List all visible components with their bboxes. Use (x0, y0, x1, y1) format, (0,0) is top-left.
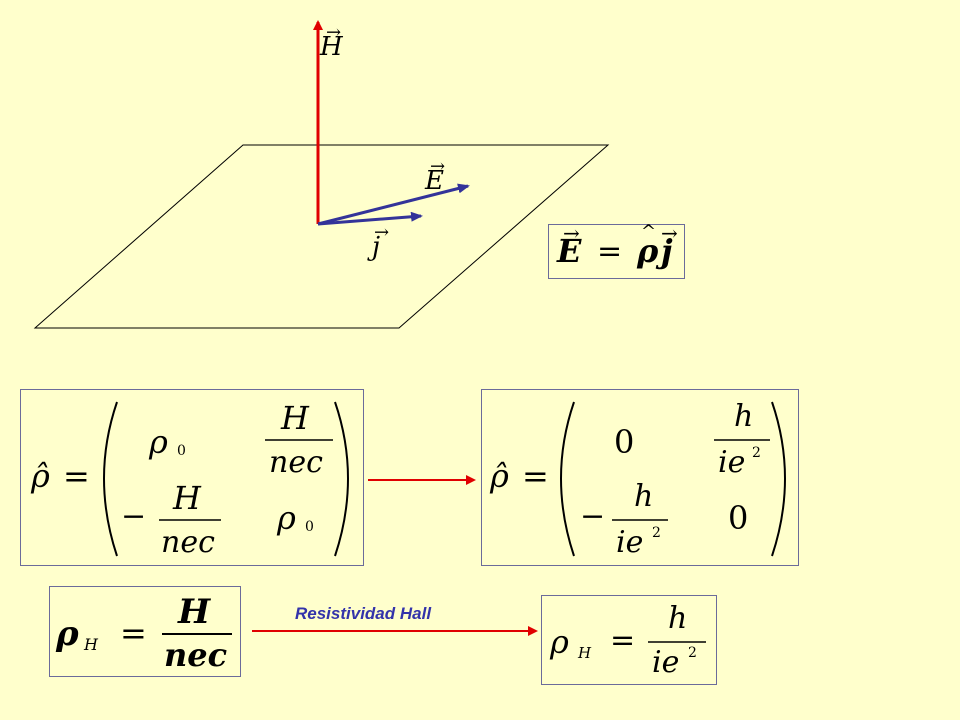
quantum-a12-den: ie (718, 445, 746, 480)
quantum-a21-num: h (634, 479, 654, 514)
equation-ohm: → E = ^ ρ → j (548, 223, 685, 279)
classical-a21-num: H (173, 479, 201, 517)
hall-quantum-fraction (648, 641, 706, 643)
hall-quantum-eq: = (610, 623, 636, 658)
hall-quantum-rho: ρ (550, 623, 569, 661)
hall-classical: ρ H = H nec (49, 586, 241, 677)
hall-quantum-den: ie (652, 645, 680, 680)
hall-quantum: ρ H = h ie 2 (541, 595, 717, 685)
quantum-a22: 0 (728, 499, 749, 537)
hall-classical-fraction (162, 633, 232, 635)
ohm-rho: ρ (637, 232, 659, 270)
hall-label: Resistividad Hall (295, 604, 432, 623)
quantum-eq: = (522, 457, 549, 495)
classical-lhs: ρ̂ (31, 457, 50, 495)
classical-a12-num: H (281, 399, 309, 437)
quantum-a12-num: h (734, 399, 754, 434)
hall-quantum-num: h (668, 601, 688, 636)
classical-a21-sign: − (121, 499, 147, 534)
classical-a11: ρ (149, 423, 168, 461)
ohm-e: E (557, 232, 582, 270)
hall-quantum-exp: 2 (688, 645, 697, 661)
plane (33, 144, 610, 329)
classical-a22-sub: 0 (305, 519, 314, 535)
classical-a21-den: nec (161, 525, 215, 560)
ohm-j: j (661, 232, 673, 270)
vector-e-arrow (317, 183, 470, 226)
quantum-a21-den: ie (616, 525, 644, 560)
quantum-a11: 0 (614, 423, 635, 461)
quantum-brackets (560, 401, 786, 557)
ohm-eq: = (597, 234, 623, 269)
hall-classical-den: nec (164, 636, 228, 674)
hall-classical-num: H (178, 592, 211, 632)
label-h: → H (320, 22, 343, 62)
quantum-a12-exp: 2 (752, 445, 761, 461)
classical-a22: ρ (277, 499, 296, 537)
vector-j-arrow (317, 211, 423, 226)
hall-quantum-sub: H (578, 644, 592, 662)
hall-classical-eq: = (120, 614, 147, 652)
classical-brackets (103, 401, 349, 557)
quantum-a21-sign: − (580, 499, 606, 534)
hall-classical-rho: ρ (56, 614, 79, 654)
label-j: → j (372, 222, 390, 262)
classical-a12-den: nec (269, 445, 323, 480)
hall-classical-sub: H (84, 635, 98, 654)
matrix-classical: ρ̂ = ρ 0 H nec − H nec ρ 0 (20, 389, 364, 566)
classical-eq: = (63, 457, 90, 495)
quantum-lhs: ρ̂ (490, 457, 509, 495)
matrix-quantum: ρ̂ = 0 h ie 2 − h ie 2 0 (481, 389, 799, 566)
classical-a11-sub: 0 (177, 443, 186, 459)
quantum-a21-exp: 2 (652, 525, 661, 541)
label-e: → E (425, 156, 446, 196)
